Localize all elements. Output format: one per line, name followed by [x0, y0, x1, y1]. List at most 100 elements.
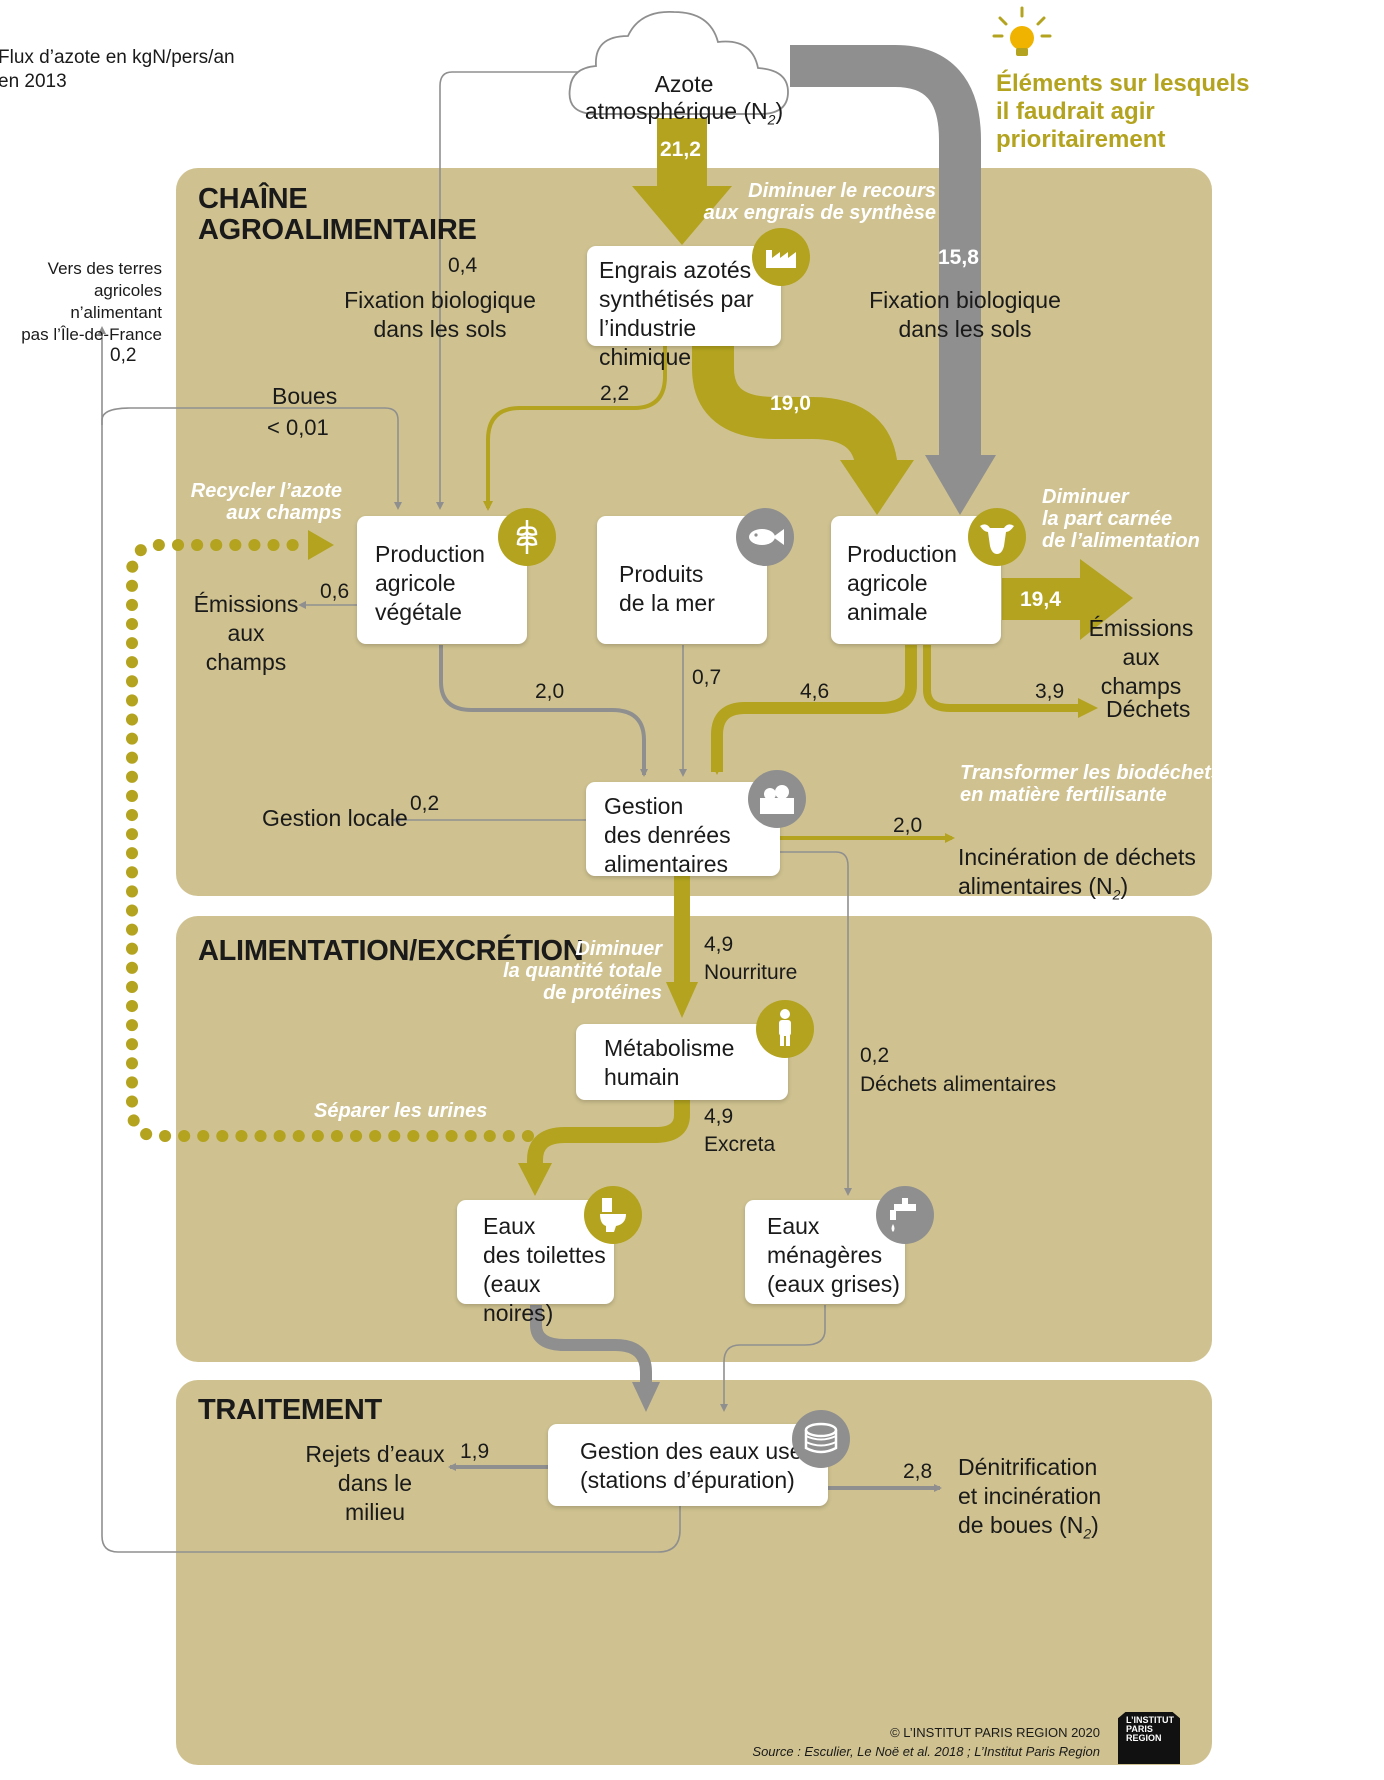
value-2-2: 2,2 — [600, 382, 630, 405]
fish-icon — [736, 508, 794, 566]
treatment-tank-icon — [792, 1410, 850, 1468]
atmosphere-label: Azote atmosphérique (N2) — [584, 71, 784, 128]
flow-synthesis — [657, 118, 707, 190]
value-0-2-waste: 0,2 — [860, 1044, 890, 1067]
node-wastewater-label: Gestion des eaux usées (stations d’épura… — [580, 1438, 827, 1493]
value-4-6: 4,6 — [800, 680, 830, 703]
label-emissions-left: Émissions aux champs — [193, 591, 299, 675]
cow-icon — [968, 508, 1026, 566]
node-metabolism: Métabolisme humain — [576, 1024, 788, 1100]
label-rejets: Rejets d’eaux dans le milieu — [305, 1441, 445, 1525]
value-2-0-veg: 2,0 — [535, 680, 565, 703]
node-animal: Production agricole animale — [831, 516, 1001, 644]
copyright: © L’INSTITUT PARIS REGION 2020 — [890, 1725, 1100, 1740]
value-3-9: 3,9 — [1035, 680, 1065, 703]
faucet-icon — [876, 1186, 934, 1244]
flow-animal-waste — [923, 645, 1080, 712]
panel-title-chain: CHAÎNE AGROALIMENTAIRE — [198, 183, 477, 246]
label-gestion-locale: Gestion locale — [262, 805, 408, 831]
action-biodechets: Transformer les biodéchets en matière fe… — [960, 762, 1222, 806]
label-emissions-right: Émissions aux champs — [1088, 615, 1194, 699]
flow-boues — [101, 407, 402, 510]
institut-logo: L’INSTITUT PARIS REGION — [1118, 1712, 1180, 1764]
flow-animal-waste-head — [1078, 698, 1098, 718]
value-15-8: 15,8 — [938, 246, 979, 269]
node-veg: Production agricole végétale — [357, 516, 527, 644]
source-credit: Source : Esculier, Le Noë et al. 2018 ; … — [752, 1744, 1100, 1759]
flow-excreta-head — [518, 1163, 552, 1196]
value-2-8: 2,8 — [903, 1460, 933, 1483]
value-4-9-food: 4,9 — [704, 933, 734, 956]
flow-nourriture-head — [666, 982, 698, 1018]
flow-food-waste — [780, 851, 852, 1196]
lightbulb-icon — [992, 6, 1052, 58]
value-0-7: 0,7 — [692, 666, 722, 689]
atmosphere-cloud: Azote atmosphérique (N2) — [562, 2, 802, 128]
value-19-0: 19,0 — [770, 392, 811, 415]
flow-urine-recycling-head — [308, 530, 334, 560]
value-0-4: 0,4 — [448, 254, 478, 277]
node-fertilizer: Engrais azotés synthétisés par l’industr… — [587, 246, 781, 370]
flow-blackwater-head — [632, 1382, 660, 1412]
action-engrais: Diminuer le recours aux engrais de synth… — [703, 180, 936, 224]
node-food-management-label: Gestion des denrées alimentaires — [604, 793, 731, 877]
value-1-9: 1,9 — [460, 1440, 490, 1463]
flow-fertilizer-animal-head — [840, 460, 914, 515]
label-denitrification: Dénitrification et incinération de boues… — [958, 1454, 1102, 1542]
food-basket-icon — [748, 770, 806, 828]
flow-synthesis-head — [632, 186, 732, 245]
node-greywater-label: Eaux ménagères (eaux grises) — [767, 1213, 900, 1297]
value-4-9-excreta: 4,9 — [704, 1105, 734, 1128]
value-21-2: 21,2 — [660, 138, 701, 161]
person-icon — [756, 1000, 814, 1058]
node-fertilizer-label: Engrais azotés synthétisés par l’industr… — [599, 257, 754, 370]
value-0-6: 0,6 — [320, 580, 350, 603]
factory-icon — [752, 228, 810, 286]
flow-urine-recycling — [126, 539, 534, 1142]
label-nourriture: Nourriture — [704, 961, 798, 984]
flow-fixation-animal-head — [925, 455, 996, 515]
panel-title-treatment: TRAITEMENT — [198, 1394, 382, 1426]
flow-veg-food — [439, 645, 648, 777]
value-0-2-local: 0,2 — [410, 792, 440, 815]
action-recycler: Recycler l’azote aux champs — [190, 480, 342, 524]
flow-fertilizer-animal — [692, 346, 898, 477]
label-incineration: Incinération de déchets alimentaires (N2… — [958, 844, 1196, 903]
node-food-management: Gestion des denrées alimentaires — [586, 782, 780, 877]
panel-title-food: ALIMENTATION/EXCRÉTION — [198, 935, 584, 967]
node-animal-label: Production agricole animale — [847, 541, 957, 625]
diagram-subtitle: Flux d’azote en kgN/pers/an en 2013 — [0, 47, 235, 92]
flow-animal-food — [711, 645, 917, 775]
action-proteines: Diminuer la quantité totale de protéines — [503, 938, 662, 1004]
flow-animal-emissions — [1002, 578, 1082, 620]
flow-animal-emissions-head — [1080, 559, 1133, 640]
value-19-4: 19,4 — [1020, 588, 1061, 611]
label-dechets: Déchets — [1106, 696, 1191, 722]
value-boues: < 0,01 — [267, 415, 329, 440]
toilet-icon — [584, 1186, 642, 1244]
flow-fertilizer-veg — [483, 346, 667, 511]
node-metabolism-label: Métabolisme humain — [604, 1035, 735, 1090]
label-boues: Boues — [272, 383, 338, 409]
flow-excreta — [527, 1100, 690, 1165]
flow-blackwater — [530, 1305, 652, 1385]
value-0-2-lands: 0,2 — [110, 345, 137, 366]
action-carnee: Diminuer la part carnée de l’alimentatio… — [1042, 486, 1200, 552]
node-wastewater: Gestion des eaux usées (stations d’épura… — [548, 1424, 828, 1506]
node-blackwater-label: Eaux des toilettes (eaux noires) — [483, 1213, 606, 1326]
priority-legend: Éléments sur lesquels il faudrait agir p… — [996, 70, 1250, 153]
label-other-lands: Vers des terres agricoles n’alimentant p… — [21, 259, 162, 344]
action-urines: Séparer les urines — [314, 1100, 488, 1122]
flow-fixation-animal — [790, 45, 981, 455]
label-excreta: Excreta — [704, 1133, 776, 1156]
flow-lands — [98, 326, 681, 1553]
node-veg-label: Production agricole végétale — [375, 541, 485, 625]
flow-atm-veg — [436, 71, 585, 510]
label-fixation-right: Fixation biologique dans les sols — [869, 287, 1061, 342]
flow-greywater — [720, 1305, 826, 1412]
wheat-icon — [498, 508, 556, 566]
flow-nourriture — [674, 876, 690, 984]
label-fixation-left: Fixation biologique dans les sols — [344, 287, 536, 342]
node-sea-label: Produits de la mer — [619, 561, 715, 616]
